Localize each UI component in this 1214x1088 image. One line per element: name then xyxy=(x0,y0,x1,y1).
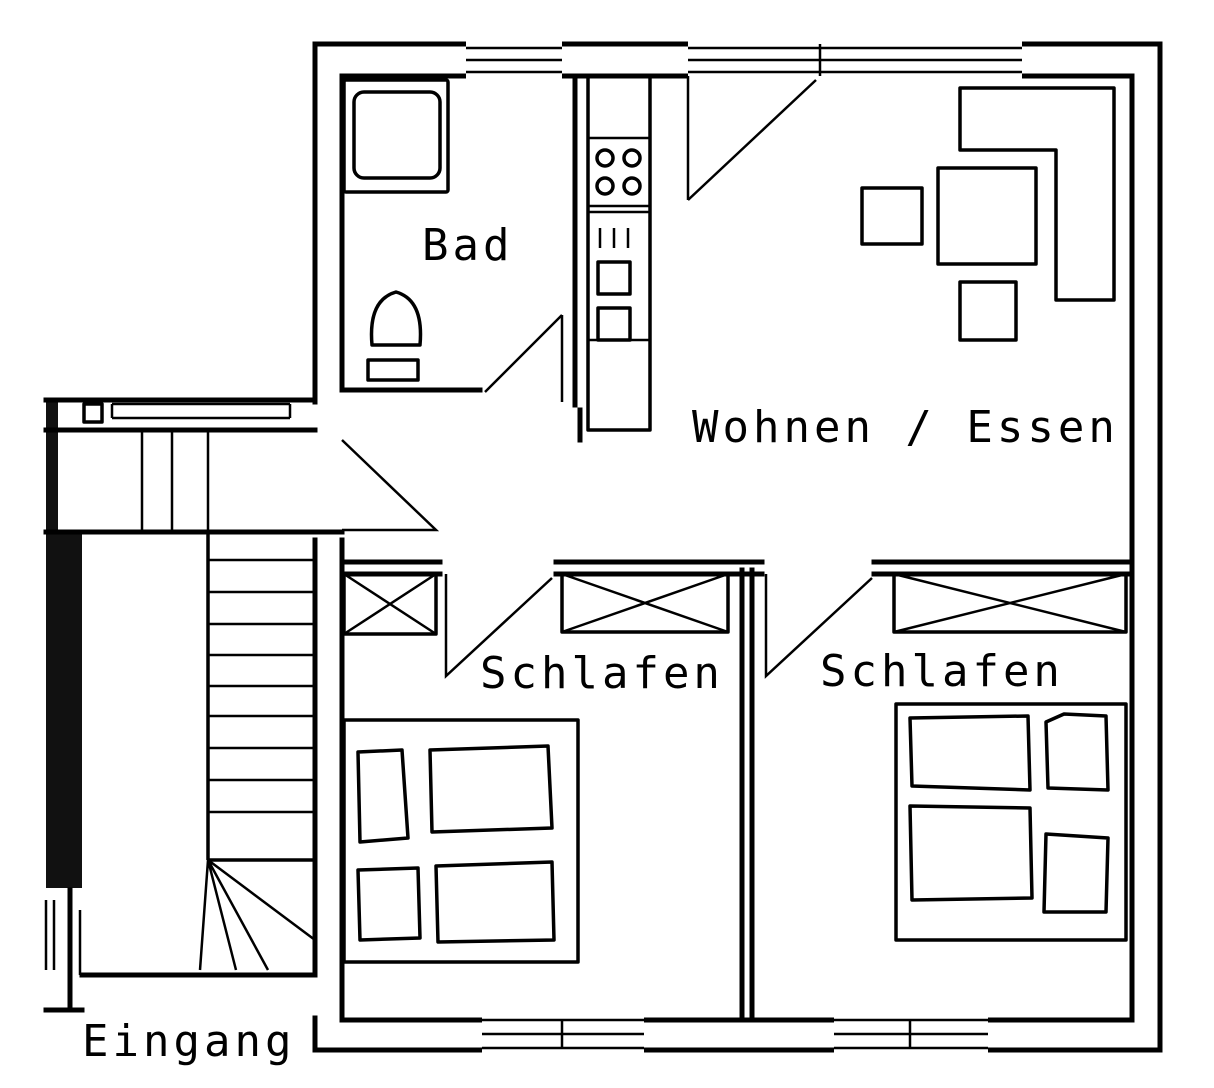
room-label-bath: Bad xyxy=(422,220,513,271)
stairwell: Eingang xyxy=(43,397,440,1067)
bedroom-left: Schlafen xyxy=(342,572,730,964)
stove-icon xyxy=(595,148,642,196)
room-label-living-dining: Wohnen / Essen xyxy=(692,402,1119,453)
outer-walls xyxy=(312,40,1163,1054)
living-dining: Wohnen / Essen xyxy=(686,76,1119,453)
kitchen xyxy=(577,74,652,443)
bathroom: Bad xyxy=(339,73,578,408)
room-label-bedroom-left: Schlafen xyxy=(480,648,724,699)
dining-table xyxy=(936,166,1038,266)
toilet xyxy=(369,290,423,347)
bedroom-right: Schlafen xyxy=(764,572,1128,942)
chair xyxy=(860,186,924,246)
sofa xyxy=(958,86,1116,302)
room-label-bedroom-right: Schlafen xyxy=(820,646,1064,697)
room-label-entrance: Eingang xyxy=(82,1016,295,1067)
chair xyxy=(958,280,1018,342)
